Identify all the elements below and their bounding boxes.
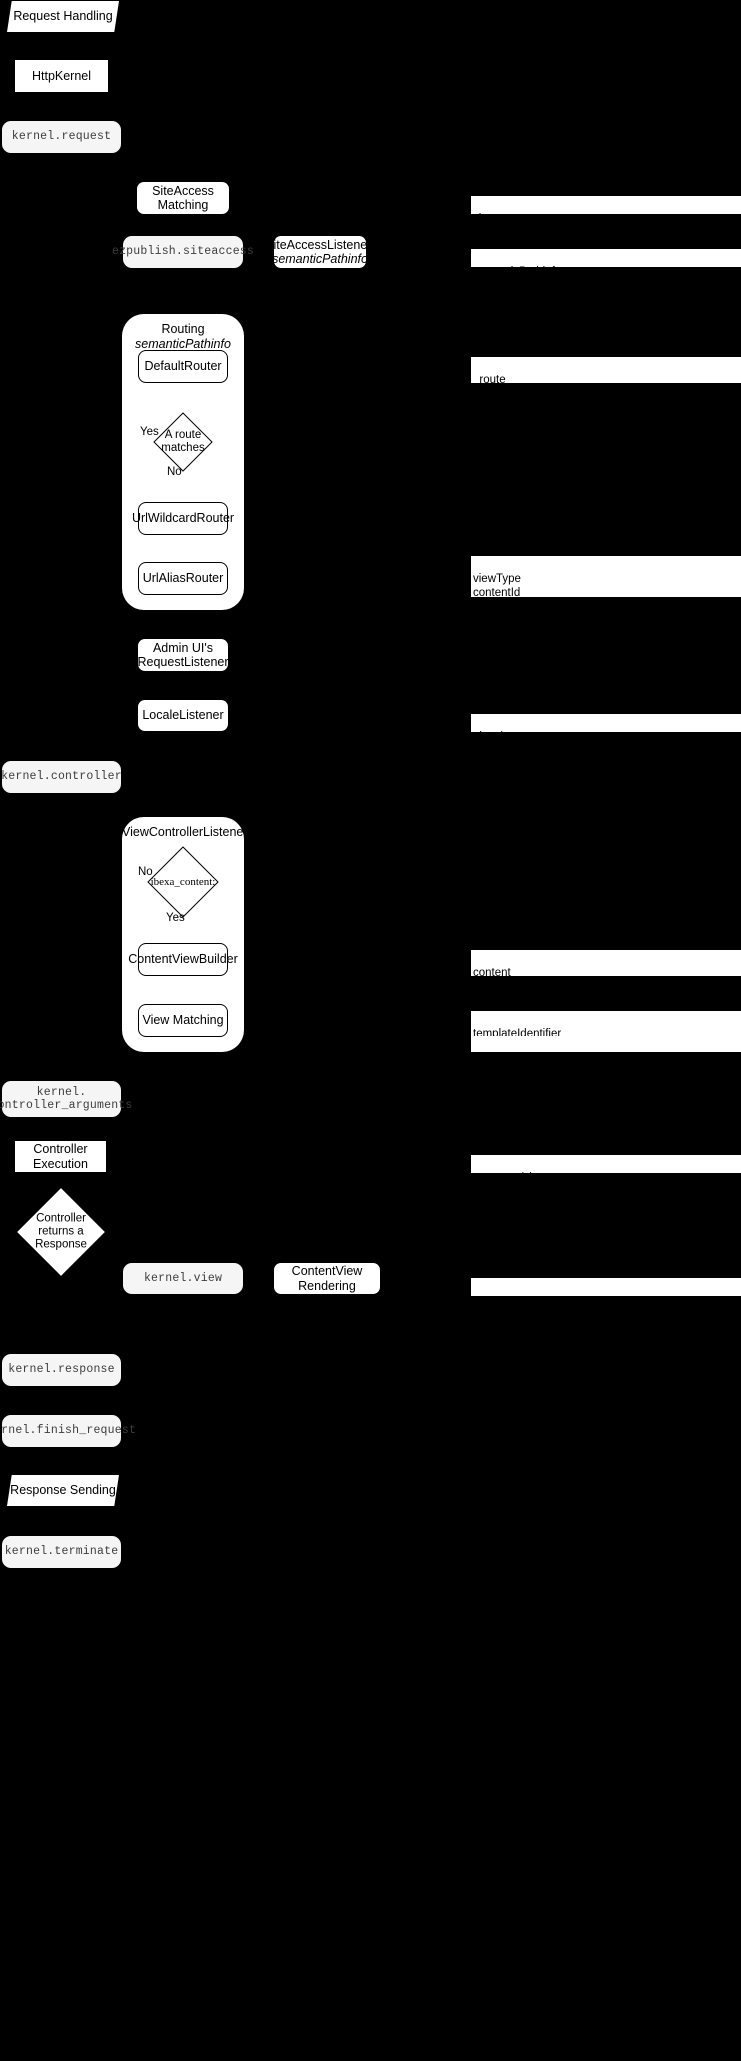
decision-controller-returns-response-line2: returns a [38, 1225, 84, 1238]
siteaccess-attr: siteaccess [471, 196, 741, 225]
node-http-kernel-label: HttpKernel [31, 68, 92, 83]
edge-label-ibexa-yes: Yes [166, 912, 185, 924]
phase-response-sending: Response Sending [7, 1475, 119, 1506]
locale-attr-text: _locale [473, 730, 510, 743]
decision-route-matches: A route matches [153, 412, 213, 472]
semantic-pathinfo-attr-text: semanticPathinfo [473, 265, 562, 278]
event-kernel-controller: kernel.controller [1, 761, 122, 793]
event-kernel-request-label: kernel.request [11, 130, 112, 144]
decision-controller-returns-response-line3: Response [35, 1238, 87, 1251]
node-siteaccess-listener-line1: SiteAccessListener: [265, 237, 375, 252]
event-kernel-response: kernel.response [2, 1354, 121, 1386]
phase-request-handling-label: Request Handling [13, 9, 113, 24]
event-kernel-view-label: kernel.view [143, 1271, 223, 1285]
edge-label-route-no: No [167, 466, 182, 478]
viewtype-contentid-locationid-attr-text: viewType contentId locationId [473, 572, 523, 615]
node-siteaccess-matching: SiteAccess Matching [137, 182, 229, 214]
response-view-attr: response/view [471, 1155, 741, 1184]
response-view-attr-text: response/view [473, 1171, 547, 1184]
node-admin-ui-request-listener: Admin UI's RequestListener [137, 639, 229, 671]
node-view-matching: View Matching [138, 1004, 228, 1037]
node-siteaccess-listener-line2: semanticPathinfo [272, 252, 368, 266]
decision-controller-returns-response-label: Controller returns a Response [16, 1212, 106, 1251]
event-kernel-controller-label: kernel.controller [1, 770, 122, 784]
node-url-alias-router: UrlAliasRouter [138, 562, 228, 595]
locale-attr: _locale [471, 714, 741, 743]
event-kernel-request: kernel.request [2, 121, 121, 153]
edge-label-ibexa-yes-text: Yes [166, 912, 185, 924]
node-view-matching-label: View Matching [142, 1013, 224, 1028]
edge-label-ibexa-no: No [138, 866, 153, 878]
semantic-pathinfo-attr: semanticPathinfo [471, 249, 741, 278]
node-default-router-label: DefaultRouter [144, 359, 222, 374]
node-content-view-rendering-label: ContentView Rendering [291, 1264, 363, 1293]
event-ezpublish-siteaccess-label: ezpublish.siteaccess [111, 245, 255, 259]
node-url-wildcard-router: UrlWildcardRouter [132, 502, 234, 535]
event-kernel-view: kernel.view [123, 1263, 243, 1294]
siteaccess-attr-text: siteaccess [473, 212, 527, 225]
group-view-controller-listener-title-text: ViewControllerListener [122, 825, 248, 839]
node-http-kernel: HttpKernel [15, 60, 108, 92]
response-attr: response [471, 1278, 741, 1307]
decision-controller-returns-response: Controller returns a Response [16, 1201, 106, 1263]
node-content-view-builder: ContentViewBuilder [128, 943, 238, 976]
event-kernel-controller-arguments: kernel. controller_arguments [0, 1081, 132, 1117]
node-siteaccess-listener: SiteAccessListener: semanticPathinfo [265, 236, 375, 268]
content-location-attr: content location [471, 950, 741, 993]
node-locale-listener-label: LocaleListener [142, 708, 224, 723]
node-default-router: DefaultRouter [138, 350, 228, 383]
node-controller-execution-label: Controller Execution [33, 1142, 88, 1171]
viewtype-contentid-locationid-attr: viewType contentId locationId [471, 556, 741, 614]
node-locale-listener: LocaleListener [138, 700, 228, 731]
event-kernel-response-label: kernel.response [8, 1363, 115, 1377]
phase-response-sending-label: Response Sending [10, 1483, 116, 1498]
content-location-attr-text: content location [473, 966, 513, 994]
node-url-alias-router-label: UrlAliasRouter [142, 571, 224, 586]
node-content-view-builder-label: ContentViewBuilder [128, 952, 238, 967]
node-admin-ui-request-listener-line2: RequestListener [137, 655, 229, 669]
edge-label-ibexa-no-text: No [138, 866, 153, 878]
group-routing-title-italic: semanticPathinfo [135, 336, 231, 351]
phase-request-handling: Request Handling [7, 1, 119, 32]
node-controller-execution: Controller Execution [15, 1141, 106, 1172]
response-attr-text: response [473, 1294, 521, 1307]
view-attr-text: view [473, 1052, 497, 1065]
decision-controller-returns-response-line1: Controller [36, 1212, 86, 1225]
event-ezpublish-siteaccess: ezpublish.siteaccess [112, 236, 254, 268]
event-kernel-terminate-label: kernel.terminate [4, 1545, 119, 1559]
view-attr: view [471, 1036, 741, 1065]
node-admin-ui-request-listener-line1: Admin UI's [152, 640, 214, 655]
edge-label-route-yes: Yes [140, 426, 159, 438]
node-siteaccess-matching-label: SiteAccess Matching [152, 183, 214, 212]
event-kernel-terminate: kernel.terminate [2, 1536, 121, 1568]
node-url-wildcard-router-label: UrlWildcardRouter [131, 511, 235, 526]
group-view-controller-listener-title: ViewControllerListener [122, 825, 248, 840]
event-kernel-controller-arguments-label: kernel. controller_arguments [0, 1085, 133, 1112]
edge-label-route-no-text: No [167, 466, 182, 478]
group-routing-title-prefix: Routing [161, 322, 205, 336]
route-controller-attr: _route _controller [471, 357, 741, 400]
event-kernel-finish-request: kernel.finish_request [0, 1415, 136, 1447]
template-controller-attr: templateIdentifier controllerReference [471, 1011, 741, 1054]
node-content-view-rendering: ContentView Rendering [274, 1263, 380, 1294]
edge-label-route-yes-text: Yes [140, 426, 159, 438]
event-kernel-finish-request-label: kernel.finish_request [0, 1424, 137, 1438]
decision-ibexa-content: ibexa_content: [147, 846, 219, 918]
route-controller-attr-text: _route _controller [473, 373, 527, 401]
